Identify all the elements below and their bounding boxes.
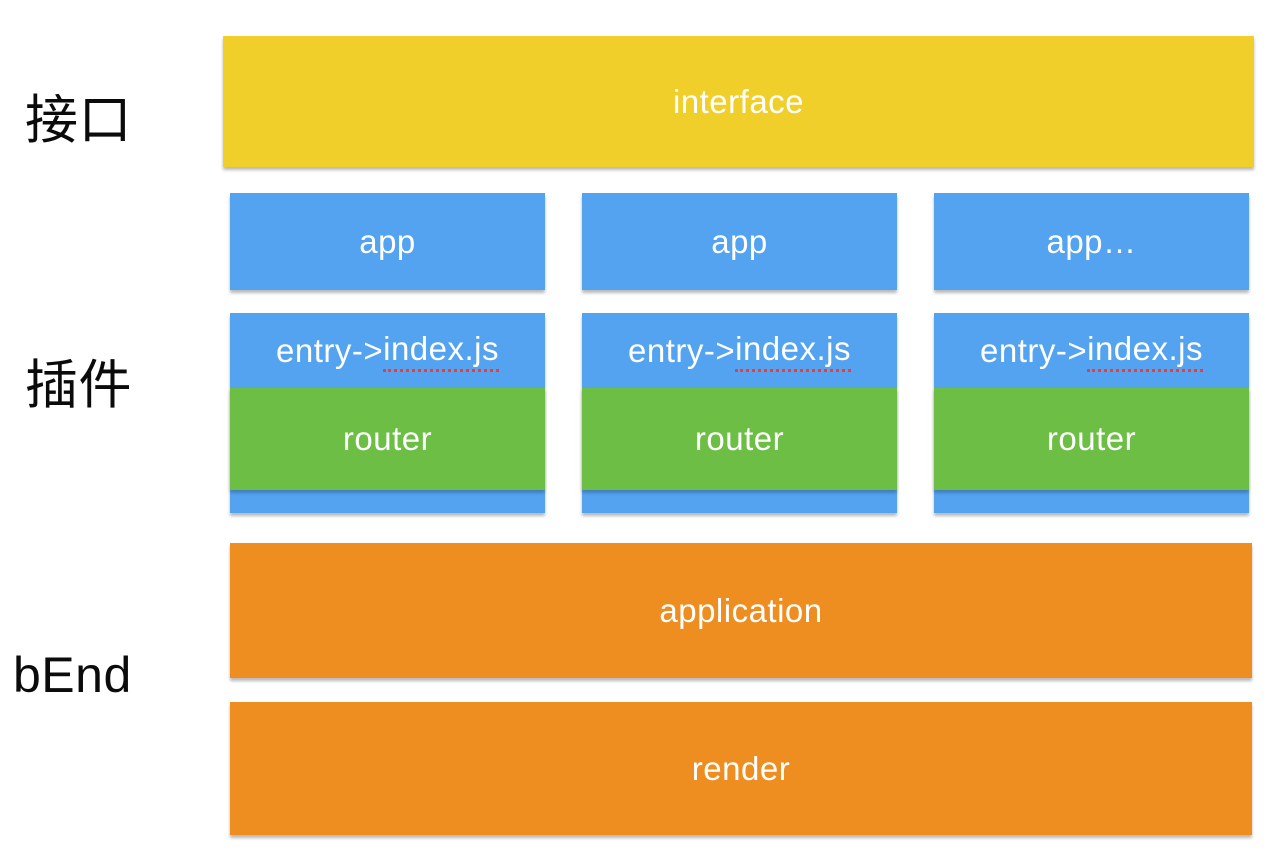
application-bar: application bbox=[230, 543, 1252, 678]
entry-label: entry->index.js bbox=[582, 313, 897, 388]
entry-file-spellchecked: index.js bbox=[735, 330, 851, 372]
router-band: router bbox=[230, 388, 545, 490]
app-box-1-label: app bbox=[359, 222, 416, 260]
entry-label: entry->index.js bbox=[934, 313, 1249, 388]
entry-file-spellchecked: index.js bbox=[383, 330, 499, 372]
interface-bar-label: interface bbox=[672, 82, 805, 120]
router-label: router bbox=[694, 420, 785, 457]
app-box-2-label: app bbox=[711, 222, 768, 260]
plugin-stack-3: entry->index.js router bbox=[934, 313, 1249, 513]
plugin-stack-1: entry->index.js router bbox=[230, 313, 545, 513]
app-box-3-label: app… bbox=[1046, 222, 1137, 260]
render-bar-label: render bbox=[691, 749, 791, 787]
entry-prefix: entry-> bbox=[627, 331, 736, 369]
side-label-interface: 接口 bbox=[25, 91, 132, 150]
side-label-plugin: 插件 bbox=[25, 356, 132, 415]
entry-label: entry->index.js bbox=[230, 313, 545, 388]
router-label: router bbox=[342, 420, 433, 457]
entry-prefix: entry-> bbox=[979, 331, 1088, 369]
render-bar: render bbox=[230, 702, 1252, 835]
plugin-stack-2: entry->index.js router bbox=[582, 313, 897, 513]
interface-bar: interface bbox=[223, 36, 1254, 167]
entry-file-spellchecked: index.js bbox=[1087, 330, 1203, 372]
app-box-1: app bbox=[230, 193, 545, 290]
application-bar-label: application bbox=[659, 591, 823, 629]
entry-prefix: entry-> bbox=[275, 331, 384, 369]
router-label: router bbox=[1046, 420, 1137, 457]
router-band: router bbox=[582, 388, 897, 490]
side-label-backend: bEnd bbox=[13, 647, 132, 703]
router-band: router bbox=[934, 388, 1249, 490]
app-box-2: app bbox=[582, 193, 897, 290]
app-box-3: app… bbox=[934, 193, 1249, 290]
